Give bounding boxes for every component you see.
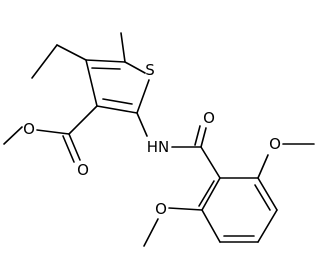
- atom-label-methoxy-oxygen-top: O: [269, 135, 281, 153]
- bond-c2-s: [136, 79, 150, 114]
- bond-lines: [3, 32, 315, 247]
- atom-label-amide-oxygen: O: [203, 109, 215, 127]
- bond-ar6-methoxy-o: [257, 154, 269, 179]
- bond-c3-ester-carbon: [68, 105, 98, 135]
- bond-c4-ethyl-ch2: [56, 44, 87, 61]
- bond-ar5-ar6: [257, 177, 278, 211]
- bond-ester-o-methyl: [3, 126, 23, 145]
- bond-c2-nh: [136, 112, 148, 137]
- bond-ester-carbonyl-2: [62, 135, 75, 163]
- atom-label-ester-alkoxy-oxygen: O: [23, 120, 35, 138]
- atom-labels: S HN O O O O O: [23, 61, 281, 218]
- bond-c3-c2-double: [102, 98, 133, 105]
- bond-ar1-ar2-inner: [198, 180, 215, 207]
- bond-ar4-ar5: [257, 209, 278, 243]
- bond-ar2-ar3: [201, 209, 221, 243]
- bond-c5-methyl: [120, 32, 126, 63]
- bond-methoxy-bottom-methyl: [143, 218, 159, 247]
- bond-amide-carbonyl-2: [194, 125, 201, 146]
- bond-ester-carbonyl-1: [68, 133, 81, 161]
- bond-carbonyl-to-ring: [200, 146, 221, 179]
- bond-c4-c5-double: [91, 67, 121, 70]
- atom-label-methoxy-oxygen-bottom: O: [155, 200, 167, 218]
- bond-c3-c2: [96, 105, 138, 114]
- bond-ar2-methoxy-o: [168, 207, 203, 211]
- bond-ar5-ar6-inner: [254, 184, 271, 211]
- atom-label-amide-nitrogen: HN: [147, 138, 170, 156]
- atom-label-ester-carbonyl-oxygen: O: [77, 161, 89, 179]
- bond-amide-carbonyl-1: [200, 127, 207, 148]
- atom-label-sulfur: S: [145, 61, 155, 79]
- bond-c4-c5: [85, 59, 126, 63]
- bond-ar1-ar2: [201, 177, 221, 211]
- bond-ethyl-ch2-ch3: [31, 44, 58, 79]
- bond-c4-c3: [85, 59, 98, 107]
- bond-c5-s: [124, 61, 146, 74]
- bond-ester-c-o: [36, 129, 70, 135]
